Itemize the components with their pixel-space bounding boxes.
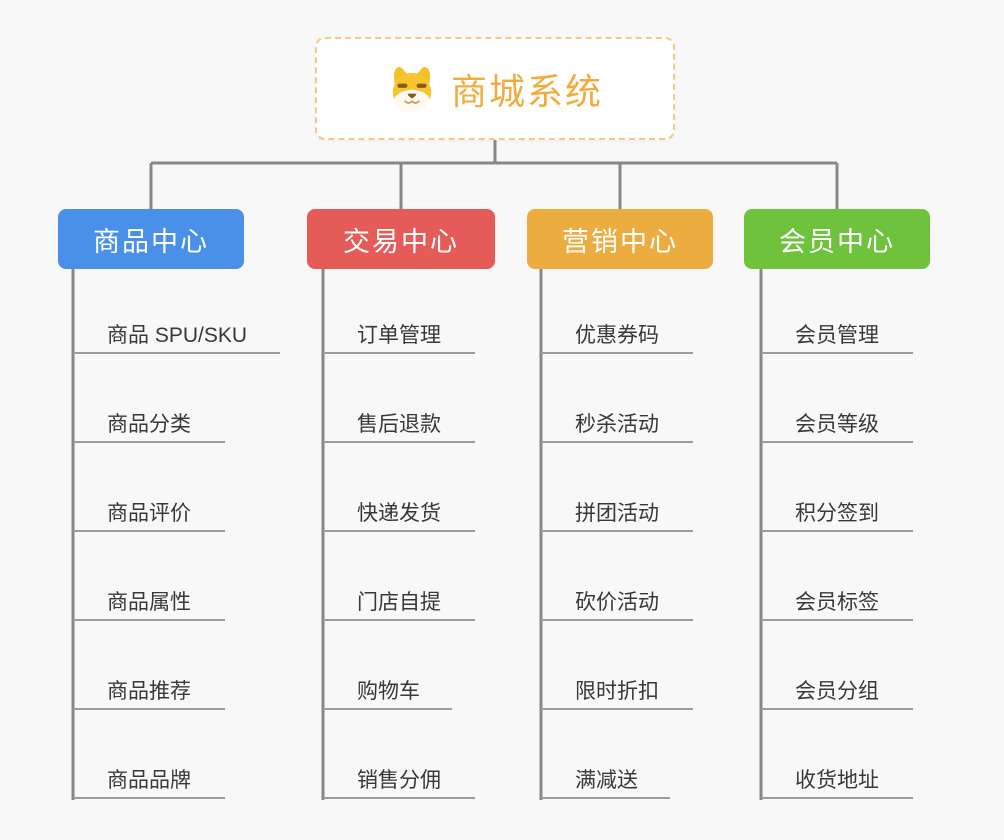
branch-label: 交易中心 [343, 226, 459, 257]
leaf-topic[interactable]: 商品推荐 [73, 676, 225, 710]
root-node[interactable]: 商城系统 [315, 37, 675, 140]
leaf-topic[interactable]: 会员分组 [761, 676, 913, 710]
branch-node-trade-center[interactable]: 交易中心 [307, 209, 495, 269]
leaf-topic[interactable]: 收货地址 [761, 765, 913, 799]
leaf-topic[interactable]: 商品评价 [73, 498, 225, 532]
branch-label: 商品中心 [93, 226, 209, 257]
leaf-topic[interactable]: 商品属性 [73, 587, 225, 621]
leaf-topic[interactable]: 售后退款 [323, 409, 475, 443]
leaf-topic[interactable]: 优惠券码 [541, 320, 693, 354]
leaf-topic[interactable]: 快递发货 [323, 498, 475, 532]
leaf-topic[interactable]: 会员管理 [761, 320, 913, 354]
leaf-topic[interactable]: 商品品牌 [73, 765, 225, 799]
branch-label: 营销中心 [562, 226, 678, 257]
branch-node-member-center[interactable]: 会员中心 [744, 209, 930, 269]
leaf-topic[interactable]: 会员标签 [761, 587, 913, 621]
leaf-topic[interactable]: 拼团活动 [541, 498, 693, 532]
leaf-topic[interactable]: 订单管理 [323, 320, 475, 354]
leaf-topic[interactable]: 砍价活动 [541, 587, 693, 621]
root-title: 商城系统 [450, 70, 603, 112]
branch-label: 会员中心 [779, 226, 895, 257]
leaf-topic[interactable]: 满减送 [541, 765, 670, 799]
leaf-topic[interactable]: 秒杀活动 [541, 409, 693, 443]
leaf-topic[interactable]: 销售分佣 [323, 765, 475, 799]
branch-node-product-center[interactable]: 商品中心 [58, 209, 244, 269]
leaf-topic[interactable]: 购物车 [323, 676, 452, 710]
branch-node-marketing-center[interactable]: 营销中心 [527, 209, 713, 269]
leaf-topic[interactable]: 积分签到 [761, 498, 913, 532]
leaf-topic[interactable]: 会员等级 [761, 409, 913, 443]
leaf-topic[interactable]: 商品分类 [73, 409, 225, 443]
leaf-topic[interactable]: 商品 SPU/SKU [73, 320, 280, 354]
doge-icon [392, 66, 432, 111]
leaf-topic[interactable]: 门店自提 [323, 587, 475, 621]
leaf-topic[interactable]: 限时折扣 [541, 676, 693, 710]
